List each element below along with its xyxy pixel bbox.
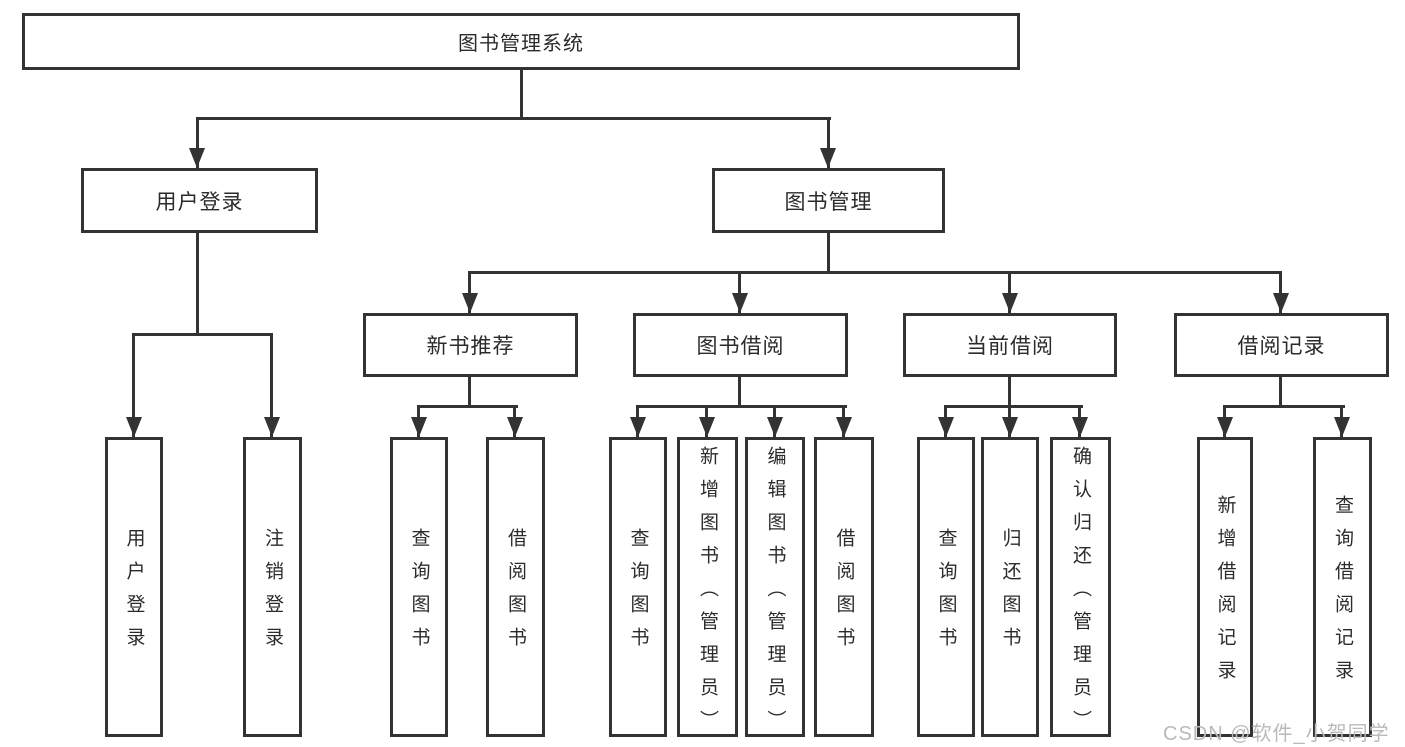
node-borrow-record: 借阅记录 <box>1174 313 1389 377</box>
arrowhead-cb-query <box>938 417 954 437</box>
leaf-bb-borrow-books-label: 借阅图书 <box>833 528 855 660</box>
arrowhead-new-book-rec <box>462 293 478 313</box>
edge-borrow-record-trunk <box>1279 377 1282 408</box>
node-book-borrow-label: 图书借阅 <box>696 335 785 358</box>
leaf-logout-login: 注销登录 <box>243 437 302 737</box>
edge-book-borrow-trunk <box>738 377 741 408</box>
watermark: CSDN @软件_小贺同学 <box>1163 723 1390 745</box>
arrowhead-leaf-user-login <box>126 417 142 437</box>
node-user-login: 用户登录 <box>81 168 318 233</box>
node-new-book-rec-label: 新书推荐 <box>426 335 515 358</box>
arrowhead-cb-confirm <box>1072 417 1088 437</box>
leaf-bb-edit-book-admin: 编辑图书（管理员） <box>745 437 805 743</box>
leaf-br-add-record-label: 新增借阅记录 <box>1214 495 1236 693</box>
node-book-mgmt: 图书管理 <box>712 168 945 233</box>
leaf-bb-edit-book-admin-label: 编辑图书（管理员） <box>764 445 786 743</box>
edge-stub-leaf-user-login <box>132 333 135 437</box>
node-borrow-record-label: 借阅记录 <box>1237 335 1326 358</box>
leaf-bb-query-books: 查询图书 <box>609 437 667 737</box>
leaf-br-query-record: 查询借阅记录 <box>1313 437 1372 737</box>
leaf-br-query-record-label: 查询借阅记录 <box>1332 495 1353 693</box>
edge-stub-new-book-rec <box>468 271 471 313</box>
edge-current-borrow-rail <box>944 405 1083 408</box>
node-book-mgmt-label: 图书管理 <box>784 190 873 214</box>
arrowhead-bb-query <box>630 417 646 437</box>
leaf-user-login-label: 用户登录 <box>123 528 145 660</box>
leaf-bb-add-book-admin-label: 新增图书（管理员） <box>697 445 718 743</box>
arrowhead-current-borrow <box>1002 293 1018 313</box>
leaf-bb-query-books-label: 查询图书 <box>627 528 649 660</box>
leaf-logout-login-label: 注销登录 <box>262 528 283 660</box>
arrowhead-bb-add <box>699 417 715 437</box>
edge-borrow-record-rail <box>1223 405 1345 408</box>
node-book-borrow: 图书借阅 <box>633 313 848 377</box>
leaf-rec-query-books-label: 查询图书 <box>408 528 430 660</box>
edge-root-rail <box>196 117 831 120</box>
leaf-user-login: 用户登录 <box>105 437 163 737</box>
node-current-borrow: 当前借阅 <box>903 313 1117 377</box>
edge-stub-borrow-record <box>1279 271 1282 313</box>
edge-new-book-rec-trunk <box>468 377 471 408</box>
leaf-cb-return-books: 归还图书 <box>981 437 1039 737</box>
edge-stub-leaf-logout <box>270 333 273 437</box>
arrowhead-rec-query <box>411 417 427 437</box>
node-new-book-rec: 新书推荐 <box>363 313 578 377</box>
arrowhead-borrow-record <box>1273 293 1289 313</box>
node-root-label: 图书管理系统 <box>458 33 584 55</box>
node-current-borrow-label: 当前借阅 <box>966 335 1054 358</box>
leaf-cb-confirm-return-admin-label: 确认归还（管理员） <box>1070 445 1091 743</box>
leaf-cb-return-books-label: 归还图书 <box>999 528 1021 660</box>
leaf-rec-borrow-books-label: 借阅图书 <box>505 528 526 660</box>
arrowhead-user-login <box>189 148 205 168</box>
arrowhead-cb-return <box>1002 417 1018 437</box>
arrowhead-br-query <box>1334 417 1350 437</box>
arrowhead-rec-borrow <box>507 417 523 437</box>
arrowhead-book-mgmt <box>820 148 836 168</box>
leaf-rec-query-books: 查询图书 <box>390 437 448 737</box>
edge-book-mgmt-trunk <box>827 233 830 274</box>
edge-user-login-rail <box>132 333 273 336</box>
edge-stub-book-mgmt <box>827 117 830 168</box>
leaf-bb-add-book-admin: 新增图书（管理员） <box>677 437 738 743</box>
edge-root-trunk <box>520 69 523 119</box>
leaf-cb-query-books-label: 查询图书 <box>935 528 957 660</box>
edge-current-borrow-trunk <box>1008 377 1011 408</box>
leaf-rec-borrow-books: 借阅图书 <box>486 437 545 737</box>
leaf-cb-confirm-return-admin: 确认归还（管理员） <box>1050 437 1111 743</box>
leaf-br-add-record: 新增借阅记录 <box>1197 437 1253 737</box>
edge-book-borrow-rail <box>636 405 847 408</box>
edge-user-login-trunk <box>196 233 199 336</box>
edge-stub-book-borrow <box>738 271 741 313</box>
arrowhead-br-add <box>1217 417 1233 437</box>
arrowhead-leaf-logout <box>264 417 280 437</box>
arrowhead-bb-edit <box>767 417 783 437</box>
node-root: 图书管理系统 <box>22 13 1020 70</box>
leaf-bb-borrow-books: 借阅图书 <box>814 437 874 737</box>
edge-new-book-rec-rail <box>417 405 518 408</box>
arrowhead-bb-borrow <box>836 417 852 437</box>
edge-book-mgmt-rail <box>468 271 1282 274</box>
leaf-cb-query-books: 查询图书 <box>917 437 975 737</box>
edge-stub-user-login <box>196 117 199 168</box>
arrowhead-book-borrow <box>732 293 748 313</box>
node-user-login-label: 用户登录 <box>155 190 244 214</box>
edge-stub-current-borrow <box>1008 271 1011 313</box>
